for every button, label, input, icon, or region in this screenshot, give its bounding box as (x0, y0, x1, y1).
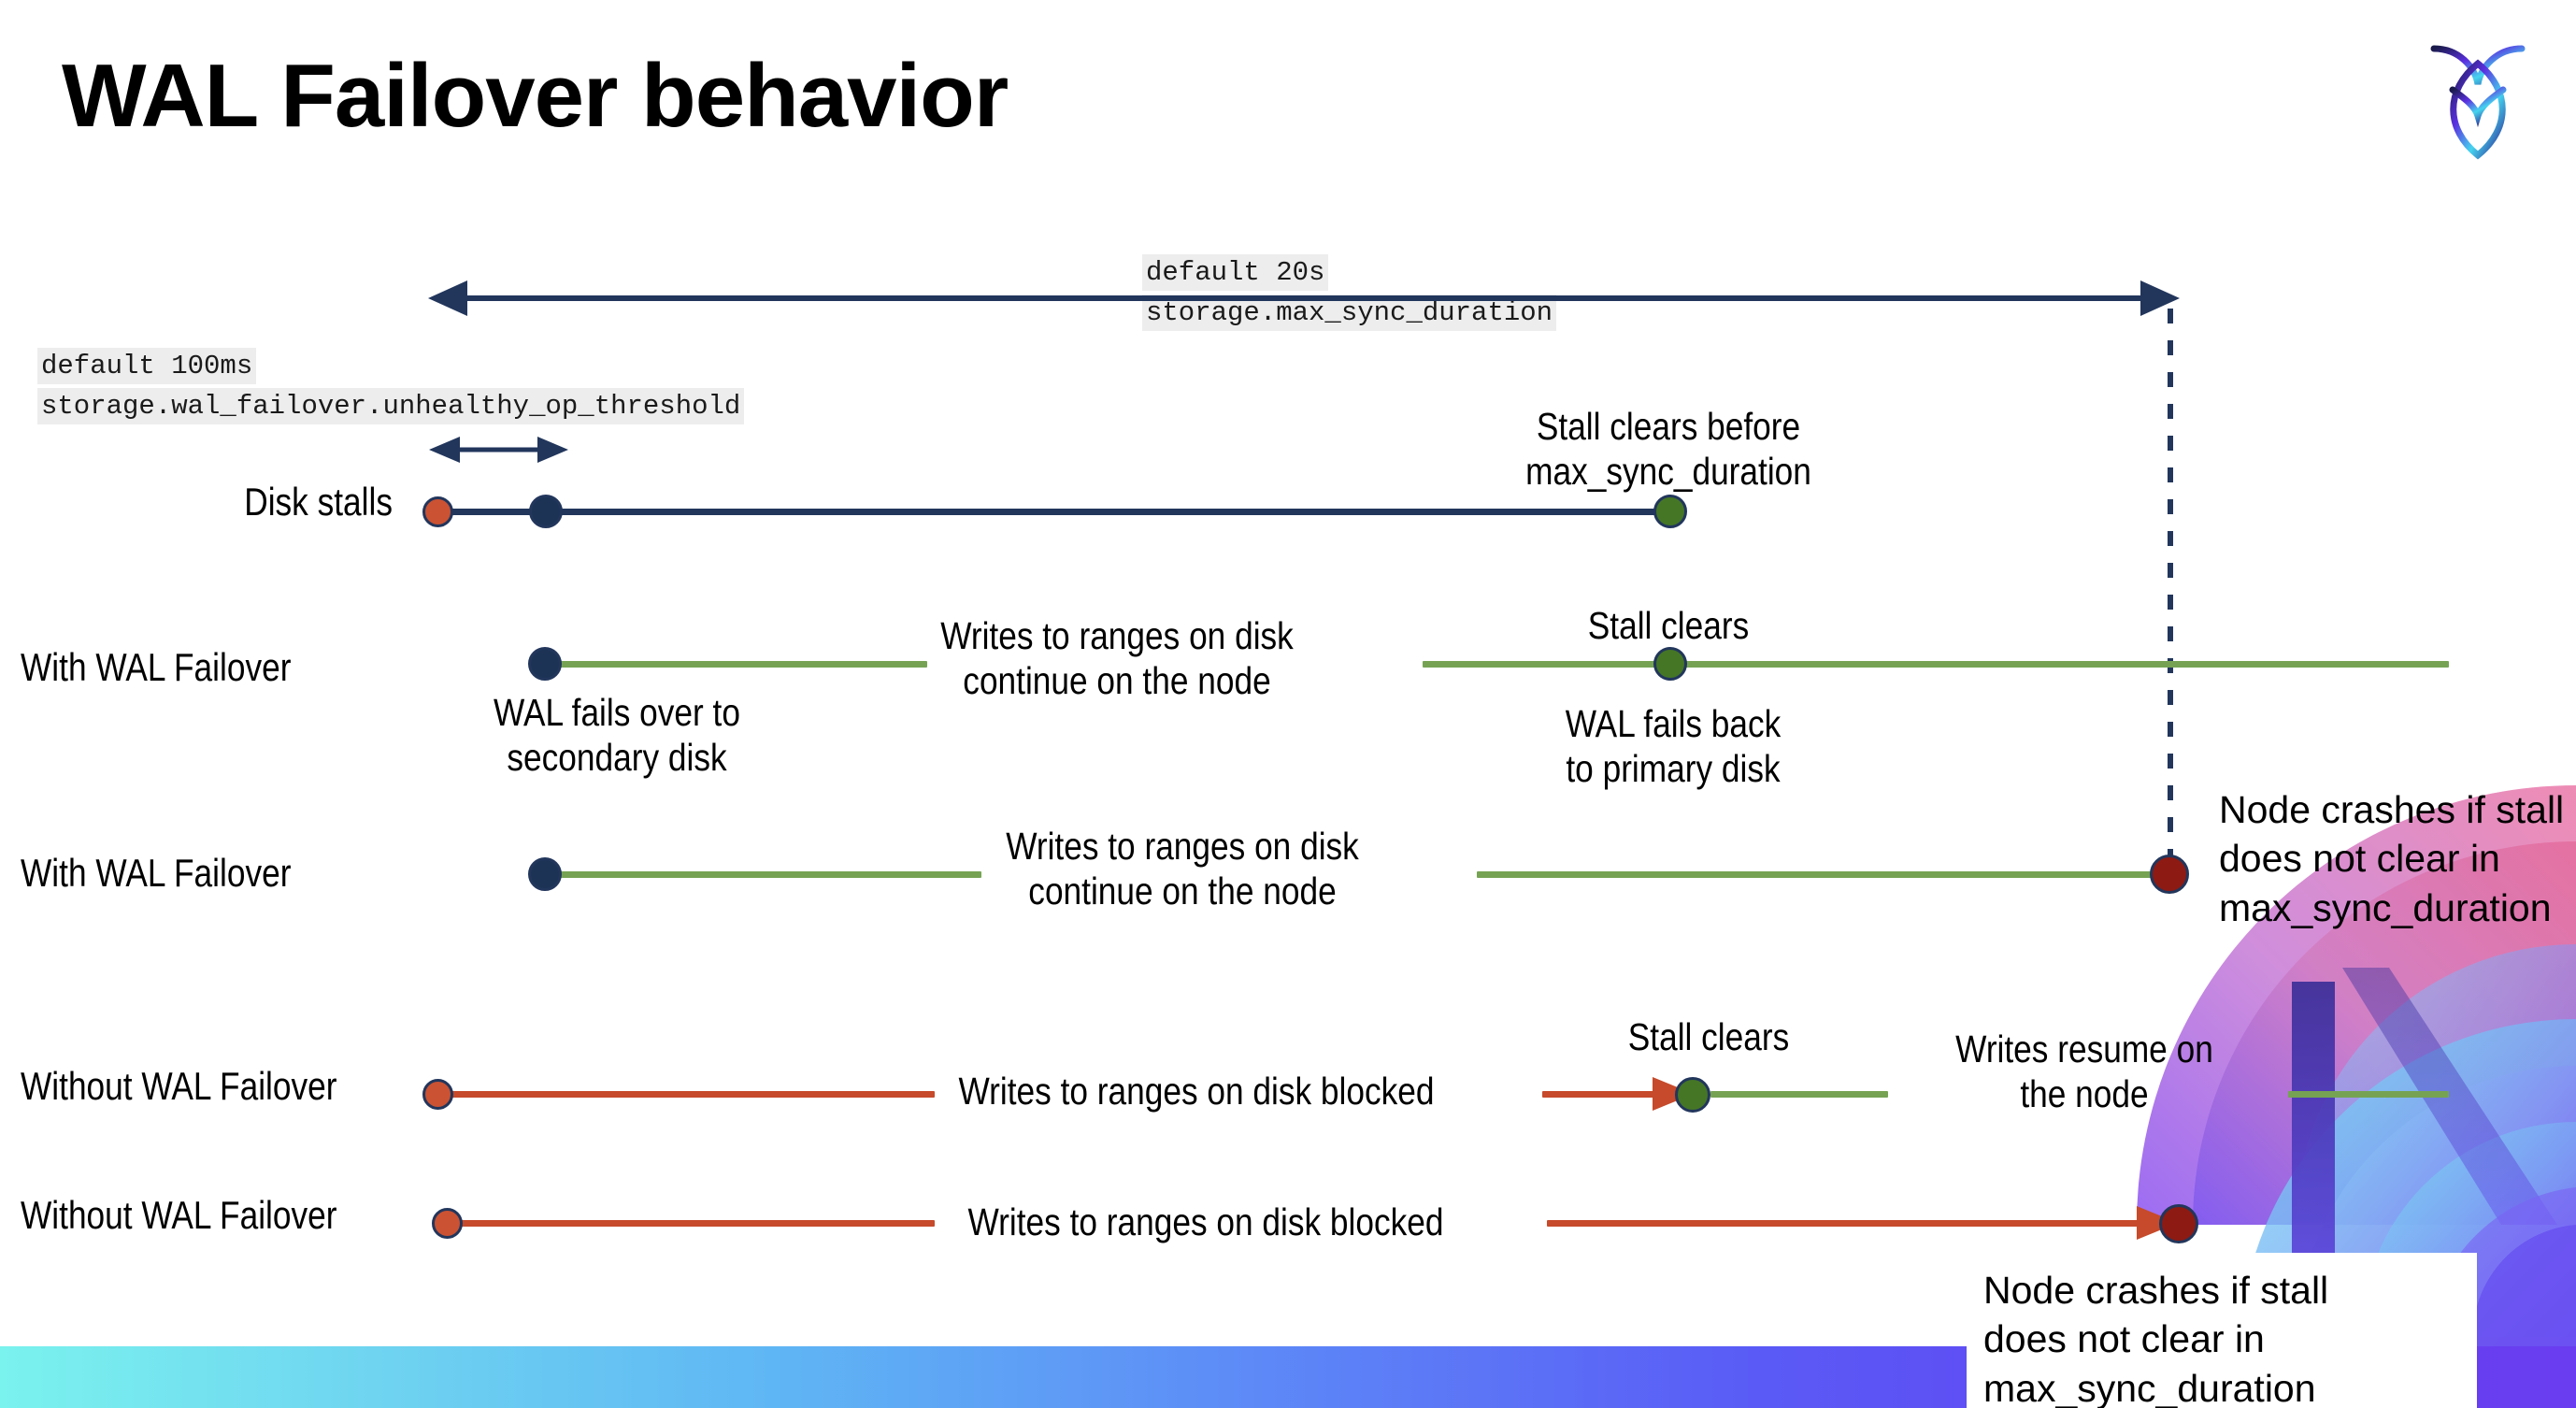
row4-stall-clear-dot (1675, 1077, 1710, 1113)
unhealthy-op-threshold-default-chip: default 100ms (37, 348, 257, 385)
row4-timeline-blocked-right (1542, 1091, 1664, 1098)
row5-timeline-left (449, 1220, 935, 1227)
row3-crash-dot (2150, 855, 2189, 894)
row-label-with-wal-failover-1: With WAL Failover (21, 645, 292, 689)
row3-crash-line3: max_sync_duration (2219, 885, 2552, 929)
max-sync-duration-setting-chip: storage.max_sync_duration (1142, 295, 1557, 332)
row2-writes-line1: Writes to ranges on disk (940, 614, 1294, 657)
row3-crash-line1: Node crashes if stall (2219, 788, 2565, 831)
row2-failover-line1: WAL fails over to (494, 691, 740, 734)
row1-annotation-stall-clears-before: Stall clears before max_sync_duration (1499, 404, 1837, 495)
row4-resume-line1: Writes resume on (1955, 1027, 2213, 1070)
row-label-without-wal-failover-1: Without WAL Failover (21, 1064, 337, 1108)
row5-annotation-writes-blocked: Writes to ranges on disk blocked (949, 1200, 1463, 1244)
row2-stall-clears-text: Stall clears (1587, 604, 1750, 647)
row2-annotation-stall-clears: Stall clears (1539, 603, 1796, 648)
row4-annotation-writes-resume: Writes resume on the node (1932, 1027, 2238, 1117)
row2-timeline-left (544, 661, 927, 668)
row3-failover-dot (528, 857, 562, 891)
row2-annotation-wal-fails-over: WAL fails over to secondary disk (440, 690, 794, 781)
row5-crash-line3: max_sync_duration (1983, 1366, 2316, 1408)
row3-timeline-right (1477, 871, 2168, 878)
row2-annotation-wal-fails-back: WAL fails back to primary disk (1528, 701, 1818, 792)
row4-timeline-resume (1710, 1091, 1888, 1098)
row1-stall-clear-dot (1653, 495, 1687, 528)
max-sync-duration-default-chip: default 20s (1142, 254, 1329, 292)
row5-crash-callout: Node crashes if stall does not clear in … (1967, 1253, 2477, 1408)
row4-resume-line2: the node (2020, 1072, 2149, 1116)
row2-writes-line2: continue on the node (963, 659, 1271, 703)
row-label-without-wal-failover-2: Without WAL Failover (21, 1193, 337, 1237)
short-double-arrow-icon (429, 437, 568, 463)
row2-stall-clear-dot (1653, 647, 1687, 681)
row3-writes-line1: Writes to ranges on disk (1006, 825, 1359, 868)
row3-annotation-writes-continue: Writes to ranges on disk continue on the… (978, 824, 1388, 914)
row4-timeline-resume-far (2288, 1091, 2449, 1098)
row2-failback-line1: WAL fails back (1565, 702, 1782, 745)
row1-timeline (439, 509, 1673, 515)
row2-annotation-writes-continue: Writes to ranges on disk continue on the… (912, 613, 1323, 704)
row1-annot-line1: Stall clears before (1536, 405, 1801, 448)
row3-crash-line2: does not clear in (2219, 837, 2500, 881)
row2-failback-line2: to primary disk (1566, 747, 1781, 791)
row5-crash-line2: does not clear in (1983, 1317, 2265, 1361)
row4-stall-start-dot (422, 1079, 453, 1110)
row2-failover-line2: secondary disk (507, 736, 727, 780)
row-label-with-wal-failover-2: With WAL Failover (21, 851, 292, 895)
row1-stall-start-dot (422, 496, 453, 527)
row5-crash-dot (2159, 1204, 2198, 1243)
row3-writes-line2: continue on the node (1028, 869, 1337, 913)
row-label-disk-stalls: Disk stalls (244, 480, 393, 524)
unhealthy-op-threshold-setting-chip: storage.wal_failover.unhealthy_op_thresh… (37, 388, 745, 425)
row2-timeline-right (1423, 661, 2449, 668)
row1-failover-dot (529, 495, 563, 528)
row5-stall-start-dot (432, 1208, 463, 1239)
row5-blocked-text: Writes to ranges on disk blocked (967, 1200, 1444, 1243)
cockroachdb-logo-icon (2430, 45, 2526, 160)
row4-annotation-writes-blocked: Writes to ranges on disk blocked (939, 1069, 1453, 1113)
row4-annotation-stall-clears: Stall clears (1580, 1014, 1837, 1059)
row3-timeline-left (544, 871, 981, 878)
page-title: WAL Failover behavior (62, 46, 1009, 146)
row4-blocked-text: Writes to ranges on disk blocked (958, 1070, 1435, 1113)
row2-failover-dot (528, 647, 562, 681)
row4-timeline-blocked-left (439, 1091, 935, 1098)
row4-stall-clears-text: Stall clears (1627, 1015, 1790, 1058)
row1-annot-line2: max_sync_duration (1525, 450, 1811, 494)
row3-crash-callout: Node crashes if stall does not clear in … (2219, 785, 2574, 932)
row5-crash-line1: Node crashes if stall (1983, 1269, 2329, 1312)
row5-timeline-right (1547, 1220, 2145, 1227)
